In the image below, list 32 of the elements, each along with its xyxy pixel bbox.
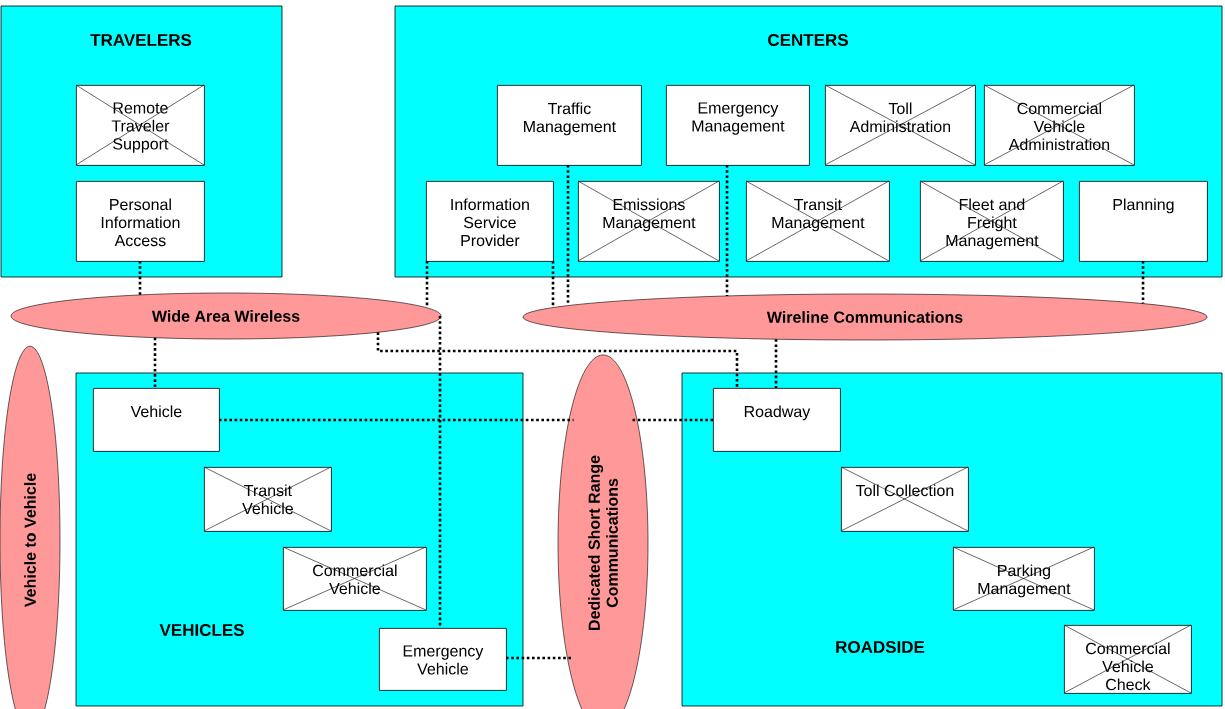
connector-line xyxy=(425,261,429,308)
connector-line xyxy=(566,165,570,306)
process-box: Information Service Provider xyxy=(426,181,554,262)
connector-line xyxy=(551,261,555,308)
crossed-out-box: Commercial Vehicle Check xyxy=(1063,624,1192,694)
process-box: Emergency Management xyxy=(666,85,810,166)
crossed-out-box: Transit Management xyxy=(745,180,890,262)
connector-line xyxy=(632,418,713,422)
crossed-out-box: Parking Management xyxy=(952,546,1095,611)
connector-line xyxy=(725,165,729,296)
crossed-out-box: Commercial Vehicle Administration xyxy=(983,84,1135,166)
connector-line xyxy=(376,332,739,388)
crossed-out-box: Commercial Vehicle xyxy=(282,546,427,611)
process-box: Vehicle xyxy=(93,388,220,452)
process-box: Personal Information Access xyxy=(76,181,205,262)
crossed-out-box: Toll Collection xyxy=(840,466,969,532)
crossed-out-box: Toll Administration xyxy=(824,84,976,166)
crossed-out-box: Remote Traveler Support xyxy=(75,84,205,166)
connector-line xyxy=(774,339,778,388)
crossed-out-box: Fleet and Freight Management xyxy=(919,180,1064,262)
connector-line xyxy=(506,656,572,660)
process-box: Roadway xyxy=(713,388,841,452)
connector-line xyxy=(138,261,142,295)
crossed-out-box: Emissions Management xyxy=(577,180,720,262)
crossed-out-box: Transit Vehicle xyxy=(203,466,332,532)
process-box: Planning xyxy=(1079,181,1208,262)
process-box: Emergency Vehicle xyxy=(379,628,507,691)
connector-line xyxy=(153,337,157,388)
connector-line xyxy=(219,418,574,422)
connector-line xyxy=(438,316,442,628)
process-box: Traffic Management xyxy=(497,85,642,166)
connector-line xyxy=(1141,261,1145,304)
